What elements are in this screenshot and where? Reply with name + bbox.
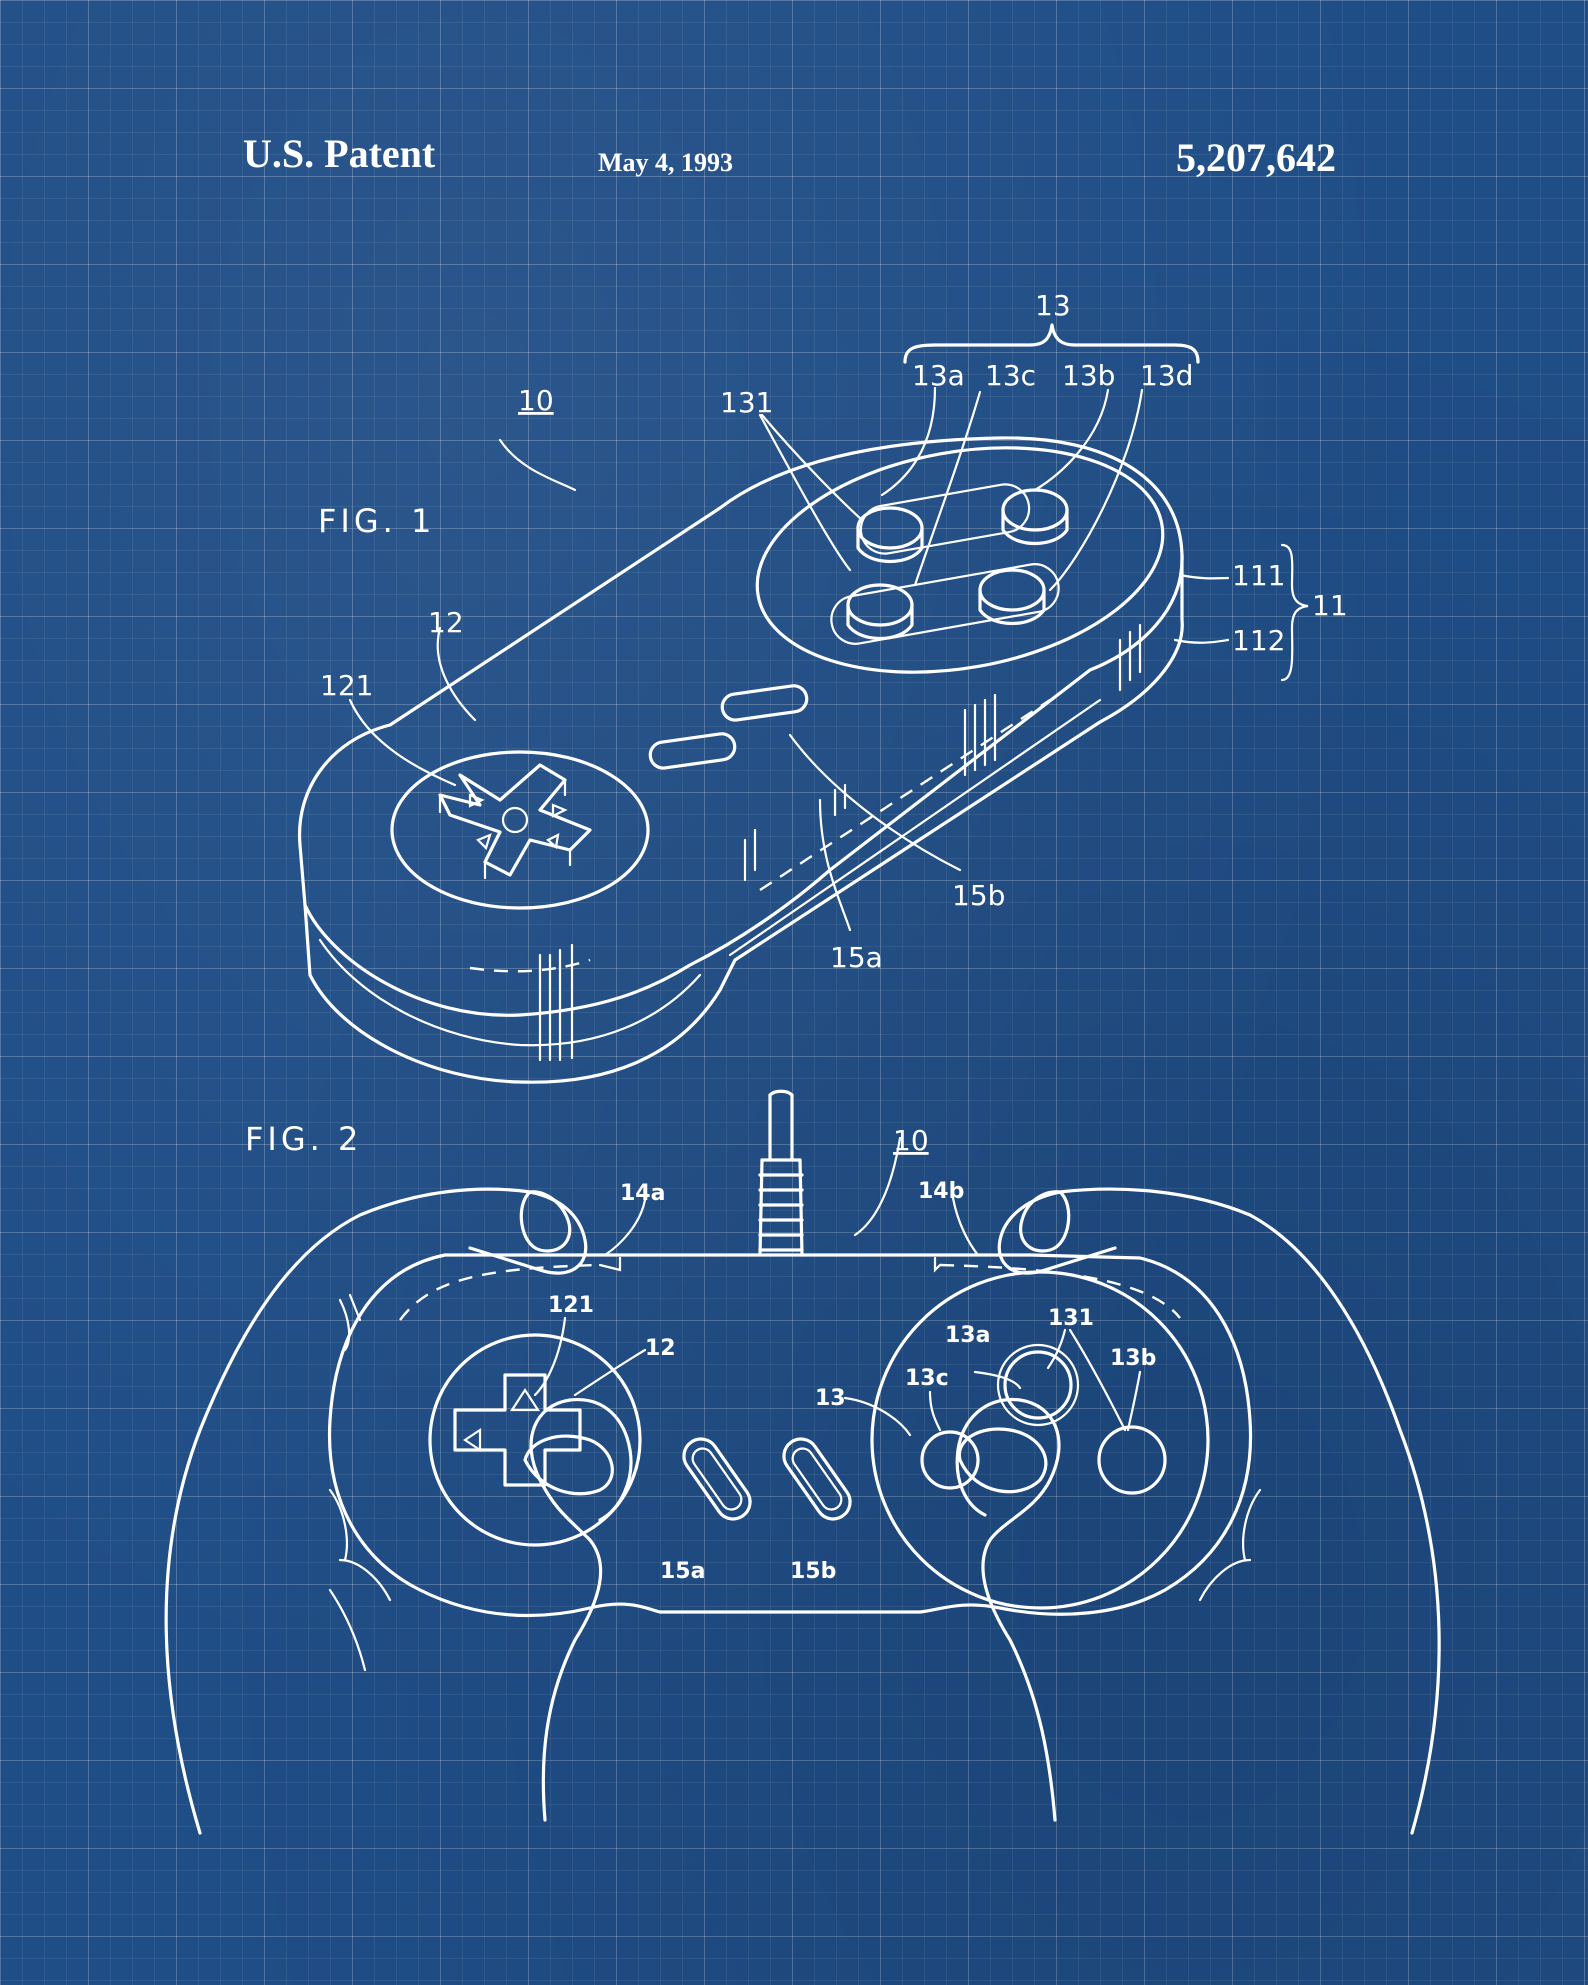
shoulder-right-edge — [939, 1263, 1181, 1319]
label-131: 131 — [1048, 1306, 1094, 1331]
cross-key-center — [501, 806, 529, 834]
label-13c: 13c — [905, 1366, 949, 1391]
arrow-up-icon — [468, 793, 485, 808]
select-button — [682, 1437, 752, 1521]
label-13: 13 — [815, 1386, 846, 1411]
button-13a — [1003, 1350, 1073, 1420]
label-11: 11 — [1312, 589, 1348, 622]
label-14a: 14a — [620, 1181, 665, 1206]
cross-key-recess — [428, 1333, 642, 1547]
label-15a: 15a — [660, 1559, 705, 1584]
action-buttons — [846, 488, 1069, 641]
label-13d: 13d — [1140, 359, 1193, 392]
button-13b-top — [1001, 488, 1069, 532]
arrow-down-icon — [546, 833, 560, 850]
controller-top-outline — [297, 436, 1184, 1017]
leader-lines-fig2 — [533, 1136, 1142, 1437]
arrow-right-icon — [551, 803, 568, 818]
figure-2-title: FIG. 2 — [245, 1120, 362, 1158]
label-121: 121 — [320, 669, 373, 702]
button-13d-top — [978, 568, 1046, 612]
label-12: 12 — [428, 606, 464, 639]
button-group-recess — [755, 446, 1165, 674]
label-13c: 13c — [985, 359, 1036, 392]
start-button — [720, 684, 809, 722]
left-hand-crease — [338, 1293, 362, 1352]
label-13b: 13b — [1062, 359, 1115, 392]
label-10: 10 — [893, 1124, 929, 1157]
cross-key-recess — [390, 750, 650, 910]
label-112: 112 — [1232, 624, 1285, 657]
hatch-marks — [538, 623, 1142, 1062]
button-13b — [1097, 1425, 1167, 1495]
right-thumb-tip — [957, 1427, 1048, 1494]
label-15b: 15b — [790, 1559, 836, 1584]
patent-label: U.S. Patent — [243, 131, 436, 176]
cross-key — [453, 1373, 582, 1487]
label-12: 12 — [645, 1336, 676, 1361]
shoulder-button-14b — [933, 1256, 942, 1273]
right-hand — [997, 1187, 1441, 1835]
patent-number: 5,207,642 — [1176, 135, 1336, 180]
cross-key-pad — [438, 763, 592, 877]
label-13: 13 — [1035, 289, 1071, 322]
figure-1-title: FIG. 1 — [318, 502, 435, 540]
figure-1: FIG. 1 — [297, 289, 1348, 1084]
housing-brace — [1280, 543, 1309, 682]
label-10: 10 — [518, 384, 554, 417]
arrow-up-icon — [509, 1387, 541, 1412]
button-13a-top — [856, 506, 924, 550]
right-thumb — [955, 1398, 1061, 1822]
controller-bottom-outline — [303, 553, 1184, 1084]
label-13a: 13a — [912, 359, 965, 392]
left-thumb — [529, 1398, 633, 1822]
left-hand-fingers — [328, 1488, 392, 1672]
left-thumb-nail — [519, 1190, 572, 1253]
shoulder-button-14a — [598, 1256, 622, 1272]
seam-line — [759, 698, 1051, 892]
label-131: 131 — [720, 386, 773, 419]
label-15a: 15a — [830, 941, 883, 974]
label-14b: 14b — [918, 1179, 964, 1204]
label-15b: 15b — [952, 879, 1005, 912]
arrow-left-icon — [463, 1427, 482, 1453]
label-13a: 13a — [945, 1323, 990, 1348]
button-group-brace — [903, 323, 1200, 364]
controller-edge-line — [318, 938, 702, 1047]
left-hand — [164, 1187, 588, 1835]
left-thumb-tip — [523, 1434, 614, 1496]
start-button — [782, 1437, 852, 1521]
cable — [768, 1089, 794, 1162]
label-111: 111 — [1232, 559, 1285, 592]
controller-edge-line-2 — [728, 698, 1102, 957]
right-hand-fingers — [1198, 1488, 1262, 1602]
label-121: 121 — [548, 1293, 594, 1318]
controller-body — [327, 1253, 1253, 1618]
button-13c — [920, 1430, 980, 1490]
cable-strain-relief — [758, 1158, 804, 1257]
label-13b: 13b — [1110, 1346, 1156, 1371]
right-thumb-nail — [1019, 1190, 1071, 1253]
leader-lines — [348, 386, 1230, 932]
upper-button-recess — [859, 483, 1031, 555]
lower-button-recess — [830, 563, 1060, 645]
select-button — [648, 732, 737, 770]
arrow-left-icon — [476, 833, 492, 851]
shoulder-left-edge — [399, 1263, 601, 1321]
figure-2: FIG. 2 — [164, 1089, 1441, 1835]
patent-date: May 4, 1993 — [598, 148, 734, 177]
